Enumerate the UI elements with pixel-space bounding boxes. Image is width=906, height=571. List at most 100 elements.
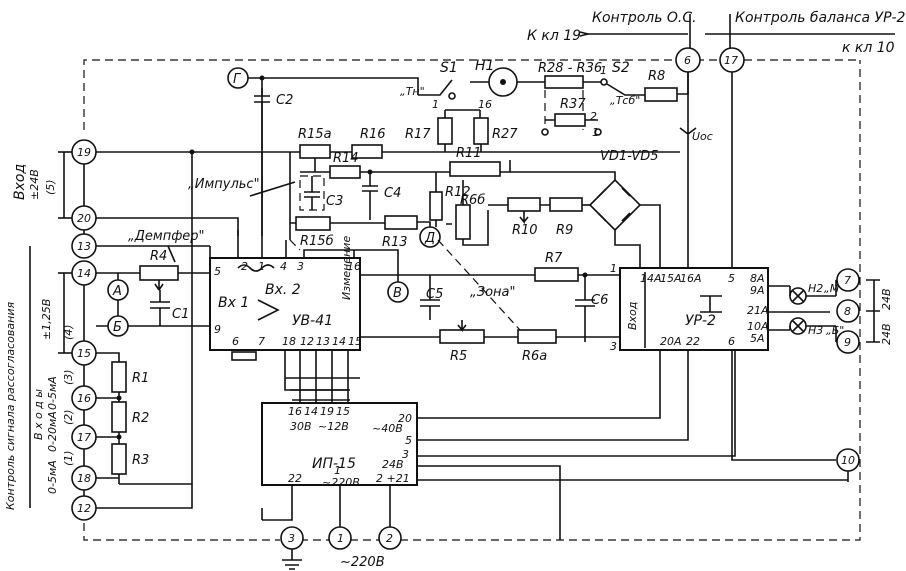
c5-label: C5 xyxy=(426,287,443,302)
diode-bridge xyxy=(588,178,642,232)
uv41-pin-3: 3 xyxy=(297,260,304,273)
ip15-pin-14: 14 xyxy=(304,405,318,418)
r37-label: R37 xyxy=(560,97,586,112)
terminal-2-label: 2 xyxy=(386,532,393,545)
resistor-r13 xyxy=(384,215,418,230)
ur2-pin-3: 3 xyxy=(610,340,617,353)
terminal-3[interactable] xyxy=(280,526,304,550)
resistor-r6a xyxy=(517,329,557,344)
resistor-r4 xyxy=(139,265,179,281)
r11-label: R11 xyxy=(456,146,482,161)
terminal-13-label: 13 xyxy=(77,240,91,253)
ip15-pin-16: 16 xyxy=(288,405,302,418)
node-g-label: Г xyxy=(233,72,242,87)
uv41-pin-14: 14 xyxy=(332,335,346,348)
ip15-pin-3: 3 xyxy=(402,448,409,461)
impuls-label: „Импульс" xyxy=(188,177,260,192)
r5-label: R5 xyxy=(450,349,467,364)
terminal-8-label: 8 xyxy=(844,305,851,318)
ip15-v220: ~220В xyxy=(322,476,360,489)
resistor-r12 xyxy=(429,191,443,221)
ur2-pin-1: 1 xyxy=(610,262,617,275)
uv41-pin-9: 9 xyxy=(214,323,221,336)
uv41-izmenenie: Изменение xyxy=(340,236,353,300)
r6a-label: R6а xyxy=(522,349,547,364)
r7-label: R7 xyxy=(545,251,563,266)
c3-label: C3 xyxy=(326,194,343,209)
resistor-r1 xyxy=(111,361,127,393)
ip15-v40: ~40В xyxy=(372,422,403,435)
uv41-pin-4: 4 xyxy=(280,260,287,273)
r27-label: R27 xyxy=(492,127,518,142)
resistor-r27 xyxy=(473,117,489,145)
ip15-v30: 30В xyxy=(290,420,312,433)
terminal-7-label: 7 xyxy=(844,274,851,287)
c6-label: C6 xyxy=(591,293,608,308)
resistor-r2 xyxy=(111,401,127,433)
resistor-r14 xyxy=(329,165,361,179)
node-b-label: Б xyxy=(113,320,122,335)
vhod-24-label: ±24В xyxy=(28,169,41,200)
terminal-14-label: 14 xyxy=(77,267,91,280)
k-kl-10-label: к кл 10 xyxy=(842,40,895,56)
resistor-r7 xyxy=(534,267,579,282)
s2-pos-2: 2 xyxy=(590,110,597,123)
ip15-pin-22: 22 xyxy=(288,472,302,485)
uv41-pin-1: 1 xyxy=(258,260,265,273)
uv41-name: УВ-41 xyxy=(292,313,333,329)
terminal-3-label: 3 xyxy=(288,532,295,545)
zona-label: „Зона" xyxy=(470,285,515,300)
s2-label: S2 xyxy=(612,60,630,76)
ur2-pin-22: 22 xyxy=(686,335,700,348)
resistor-r6b xyxy=(455,204,471,240)
node-v-label: В xyxy=(393,286,402,301)
terminal-6-label: 6 xyxy=(684,54,691,67)
ur2-pin-21a: 21А xyxy=(747,304,769,317)
resistor-r17 xyxy=(437,117,453,145)
terminal-18-label: 18 xyxy=(77,472,91,485)
terminal-1-label: 1 xyxy=(337,532,344,545)
vhody-label: В х о д ы xyxy=(32,389,45,440)
ip15-pin-2-21: 2 +21 xyxy=(376,472,410,485)
ur2-pin-20a: 20А xyxy=(660,335,682,348)
resistor-r11 xyxy=(449,161,501,177)
h2-label: Н2 xyxy=(808,282,823,295)
resistor-r10 xyxy=(507,197,541,212)
paren-3-label: (3) xyxy=(62,369,75,385)
terminal-12-label: 12 xyxy=(77,502,91,515)
s2-pos-ii: 1 xyxy=(600,64,607,77)
resistor-r9 xyxy=(549,197,583,212)
uv41-vx2-label: Вх. 2 xyxy=(265,282,301,298)
ip15-v12: ~12В xyxy=(318,420,349,433)
h1-label: H1 xyxy=(475,58,494,74)
uoc-label: Uос xyxy=(692,130,713,143)
terminal-20-label: 20 xyxy=(77,212,91,225)
k-kl-19-label: К кл 19 xyxy=(527,28,581,44)
resistor-r3 xyxy=(111,443,127,475)
tsb-label: „Тсб" xyxy=(610,94,640,107)
terminal-15-label: 15 xyxy=(77,347,91,360)
resistor-r15a xyxy=(299,144,331,159)
r9-label: R9 xyxy=(556,223,573,238)
c1-label: C1 xyxy=(172,307,189,322)
terminal-8[interactable] xyxy=(836,299,860,323)
ip15-v24: 24В xyxy=(382,458,404,471)
kontrol-signala-label: Контроль сигнала рассогласования xyxy=(4,302,17,510)
ip15-pin-5: 5 xyxy=(405,434,412,447)
r6b-label: R6б xyxy=(460,193,485,208)
uv41-vx1-label: Вх 1 xyxy=(218,295,249,311)
node-a-label: А xyxy=(112,284,122,299)
ur2-pin-14a: 14А xyxy=(640,272,662,285)
paren-1-label: (1) xyxy=(62,450,75,466)
ur2-vhod: Вход xyxy=(626,302,639,330)
ip15-pin-20: 20 xyxy=(398,412,412,425)
r15a-label: R15а xyxy=(298,127,332,142)
s1-pos-1: 1 xyxy=(432,98,439,111)
r10-label: R10 xyxy=(512,223,538,238)
uv41-pin-18: 18 xyxy=(282,335,296,348)
r14-label: R14 xyxy=(333,151,359,166)
r16-label: R16 xyxy=(360,127,386,142)
ur2-pin-16a: 16А xyxy=(680,272,702,285)
resistor-r37 xyxy=(554,113,586,127)
